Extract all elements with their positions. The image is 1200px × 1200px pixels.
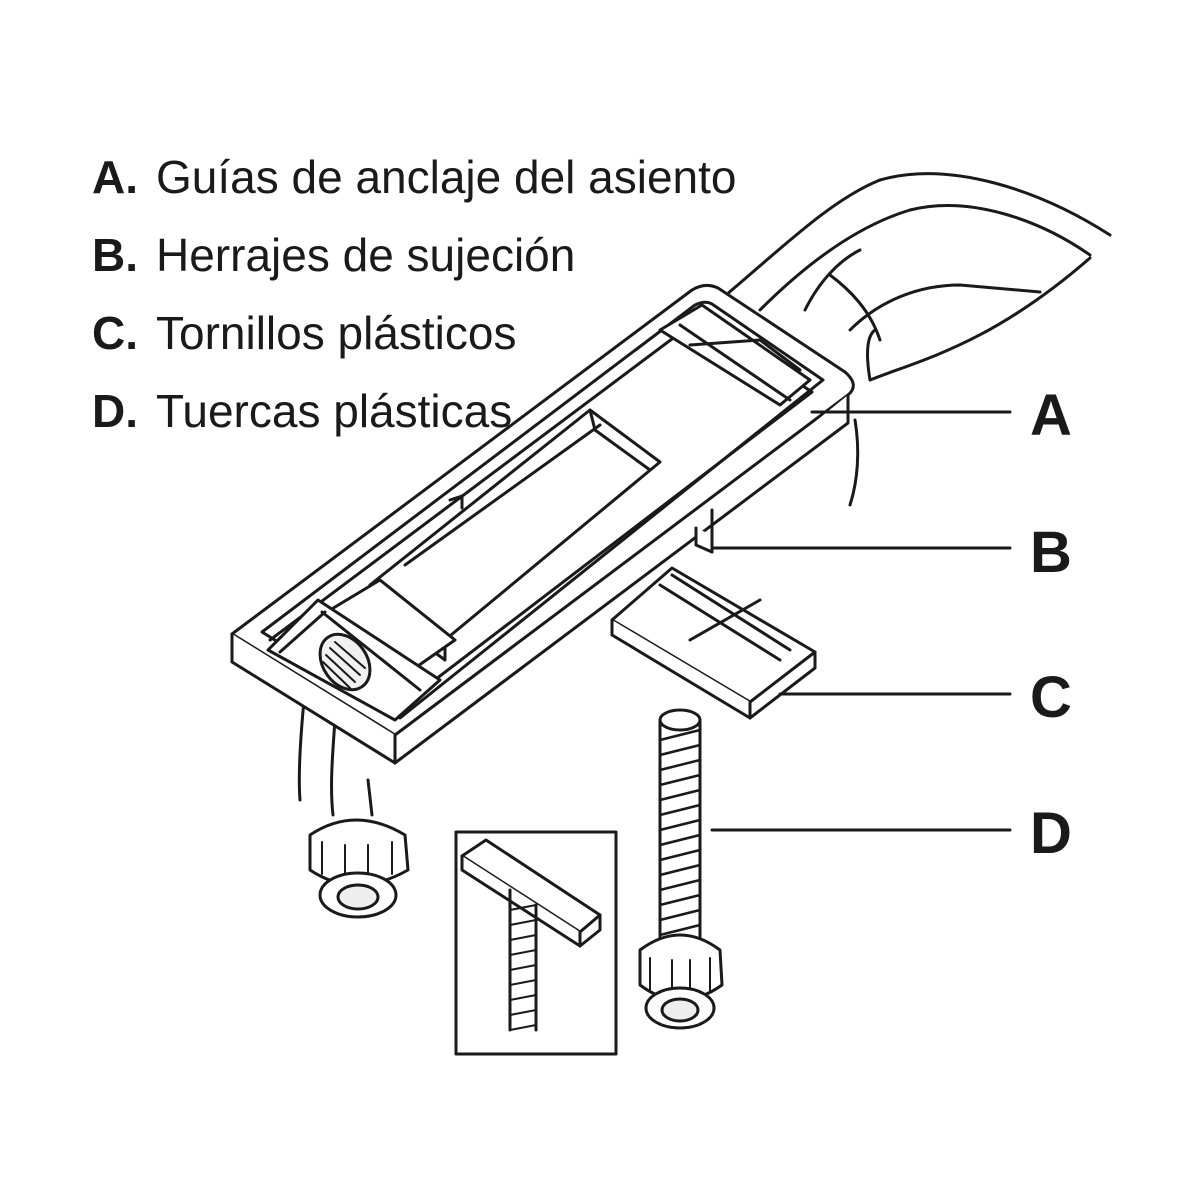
- legend-item-a: A. Guías de anclaje del asiento: [92, 138, 737, 216]
- legend-text-d: Tuercas plásticas: [156, 385, 513, 437]
- legend-text-c: Tornillos plásticos: [156, 307, 517, 359]
- legend-item-c: C. Tornillos plásticos: [92, 294, 737, 372]
- callout-label-c: C: [1030, 665, 1072, 730]
- seat-anchor-guide: [230, 283, 855, 765]
- toilet-bowl-rim: [297, 172, 1112, 817]
- t-bolt-inset: [454, 830, 618, 1056]
- parts-legend: A. Guías de anclaje del asiento B. Herra…: [92, 138, 737, 450]
- pocket-screw: [318, 632, 372, 692]
- legend-letter-b: B.: [92, 229, 138, 281]
- callout-label-d: D: [1030, 801, 1072, 866]
- callout-label-b: B: [1030, 520, 1072, 585]
- nut-left: [308, 778, 410, 919]
- callout-label-a: A: [1030, 383, 1072, 448]
- nut-right: [638, 933, 724, 1030]
- long-plastic-bolt: [658, 708, 702, 942]
- legend-text-a: Guías de anclaje del asiento: [156, 151, 737, 203]
- callout-leaders: [710, 410, 1012, 832]
- hinge-bar: [610, 566, 817, 720]
- legend-text-b: Herrajes de sujeción: [156, 229, 576, 281]
- legend-letter-d: D.: [92, 385, 138, 437]
- legend-letter-a: A.: [92, 151, 138, 203]
- fixing-bracket: [694, 508, 714, 554]
- legend-item-d: D. Tuercas plásticas: [92, 372, 737, 450]
- legend-item-b: B. Herrajes de sujeción: [92, 216, 737, 294]
- legend-letter-c: C.: [92, 307, 138, 359]
